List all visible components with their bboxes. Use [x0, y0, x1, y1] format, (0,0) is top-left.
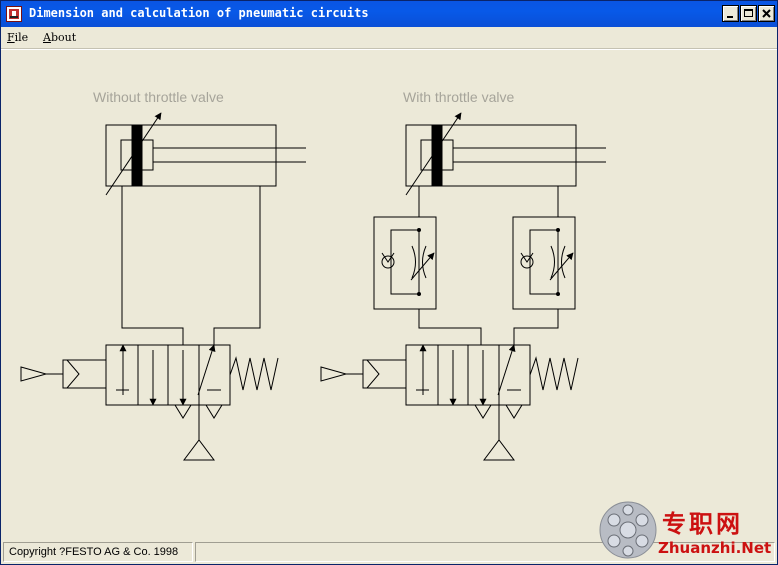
- circuit-without-throttle: [20, 112, 306, 461]
- close-button[interactable]: [758, 5, 775, 22]
- diagram-title-without-throttle: Without throttle valve: [93, 89, 224, 105]
- watermark-latin: Zhuanzhi.Net: [658, 539, 772, 557]
- throttle-check-valve-2[interactable]: [512, 216, 576, 310]
- minimize-button[interactable]: [722, 5, 739, 22]
- app-icon[interactable]: [6, 6, 22, 22]
- air-lines-left: [121, 186, 261, 345]
- watermark-logo-icon: [599, 501, 657, 559]
- cylinder-left[interactable]: [105, 112, 306, 196]
- menu-file-accel: F: [7, 31, 15, 44]
- menu-about[interactable]: About: [43, 31, 76, 44]
- menu-about-label: bout: [50, 31, 77, 44]
- watermark-chinese: 专职网: [662, 510, 743, 538]
- cylinder-right[interactable]: [405, 112, 606, 196]
- menu-file[interactable]: File: [7, 31, 28, 44]
- status-pane-empty: [195, 542, 775, 562]
- minimize-icon: [727, 16, 733, 18]
- air-lines-right: [418, 186, 559, 345]
- menu-bar: File About: [1, 28, 777, 49]
- window-title: Dimension and calculation of pneumatic c…: [29, 6, 369, 20]
- directional-valve-right[interactable]: [320, 344, 579, 461]
- copyright-text: Copyright ?FESTO AG & Co. 1998: [9, 546, 179, 558]
- circuit-with-throttle: [320, 112, 606, 461]
- diagram-canvas: Without throttle valve With throttle val…: [1, 49, 777, 540]
- diagram-title-with-throttle: With throttle valve: [403, 89, 515, 105]
- maximize-icon: [744, 9, 753, 17]
- maximize-button[interactable]: [740, 5, 757, 22]
- menu-about-accel: A: [43, 31, 51, 44]
- close-icon: [762, 9, 771, 18]
- status-pane-copyright: Copyright ?FESTO AG & Co. 1998: [3, 542, 193, 562]
- throttle-check-valve-1[interactable]: [373, 216, 437, 310]
- watermark: 专职网 Zhuanzhi.Net: [598, 498, 776, 562]
- menu-file-label: ile: [14, 31, 29, 44]
- directional-valve-left[interactable]: [20, 344, 279, 461]
- title-bar[interactable]: Dimension and calculation of pneumatic c…: [1, 1, 777, 27]
